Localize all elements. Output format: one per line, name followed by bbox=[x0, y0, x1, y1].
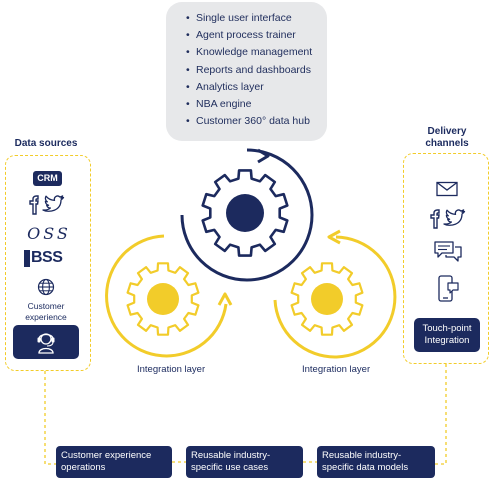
delivery-channels-heading: Delivery channels bbox=[425, 126, 469, 149]
touchpoint-integration-box: Touch-point Integration bbox=[414, 318, 480, 352]
chat-bubbles-icon bbox=[433, 240, 463, 264]
integration-diagram bbox=[105, 148, 397, 359]
twitter-icon bbox=[42, 195, 65, 212]
gear-icon-right bbox=[273, 229, 397, 359]
data-sources-box bbox=[5, 155, 91, 371]
delivery-channels-box bbox=[403, 153, 489, 364]
feature-item: Reports and dashboards bbox=[186, 62, 317, 79]
data-sources-heading: Data sources bbox=[14, 138, 78, 149]
reusable-use-cases-box: Reusable industry-specific use cases bbox=[186, 446, 303, 478]
connector-lines bbox=[44, 364, 447, 465]
feature-item: Agent process trainer bbox=[186, 27, 317, 44]
feature-list: Single user interface Agent process trai… bbox=[176, 10, 317, 131]
gear-icon-top bbox=[180, 148, 314, 282]
envelope-icon bbox=[436, 181, 458, 197]
bss-bar bbox=[24, 250, 30, 267]
feature-item: Analytics layer bbox=[186, 79, 317, 96]
feature-panel: Single user interface Agent process trai… bbox=[166, 2, 327, 141]
customer-experience-operations-box: Customer experience operations bbox=[56, 446, 172, 478]
agent-headset-icon bbox=[37, 333, 55, 354]
delivery-social-icons bbox=[428, 209, 472, 229]
globe-icon bbox=[37, 278, 55, 296]
feature-item: Knowledge management bbox=[186, 44, 317, 61]
bss-wordmark: BSS bbox=[31, 249, 63, 266]
integration-layer-right-label: Integration layer bbox=[302, 364, 371, 375]
oss-wordmark: OSS bbox=[27, 224, 71, 243]
feature-item: NBA engine bbox=[186, 96, 317, 113]
reusable-data-models-box: Reusable industry-specific data models bbox=[317, 446, 435, 478]
crm-badge: CRM bbox=[33, 171, 62, 186]
twitter-icon bbox=[443, 209, 466, 226]
facebook-icon bbox=[430, 209, 440, 229]
integration-layer-left-label: Integration layer bbox=[137, 364, 206, 375]
smartphone-chat-icon bbox=[436, 275, 460, 303]
gear-icon-left bbox=[105, 234, 233, 358]
feature-item: Customer 360° data hub bbox=[186, 113, 317, 130]
facebook-icon bbox=[29, 195, 39, 215]
social-icons bbox=[27, 195, 71, 215]
feature-item: Single user interface bbox=[186, 10, 317, 27]
agent-box bbox=[13, 325, 79, 359]
customer-experience-label: Customer experience bbox=[25, 301, 67, 322]
